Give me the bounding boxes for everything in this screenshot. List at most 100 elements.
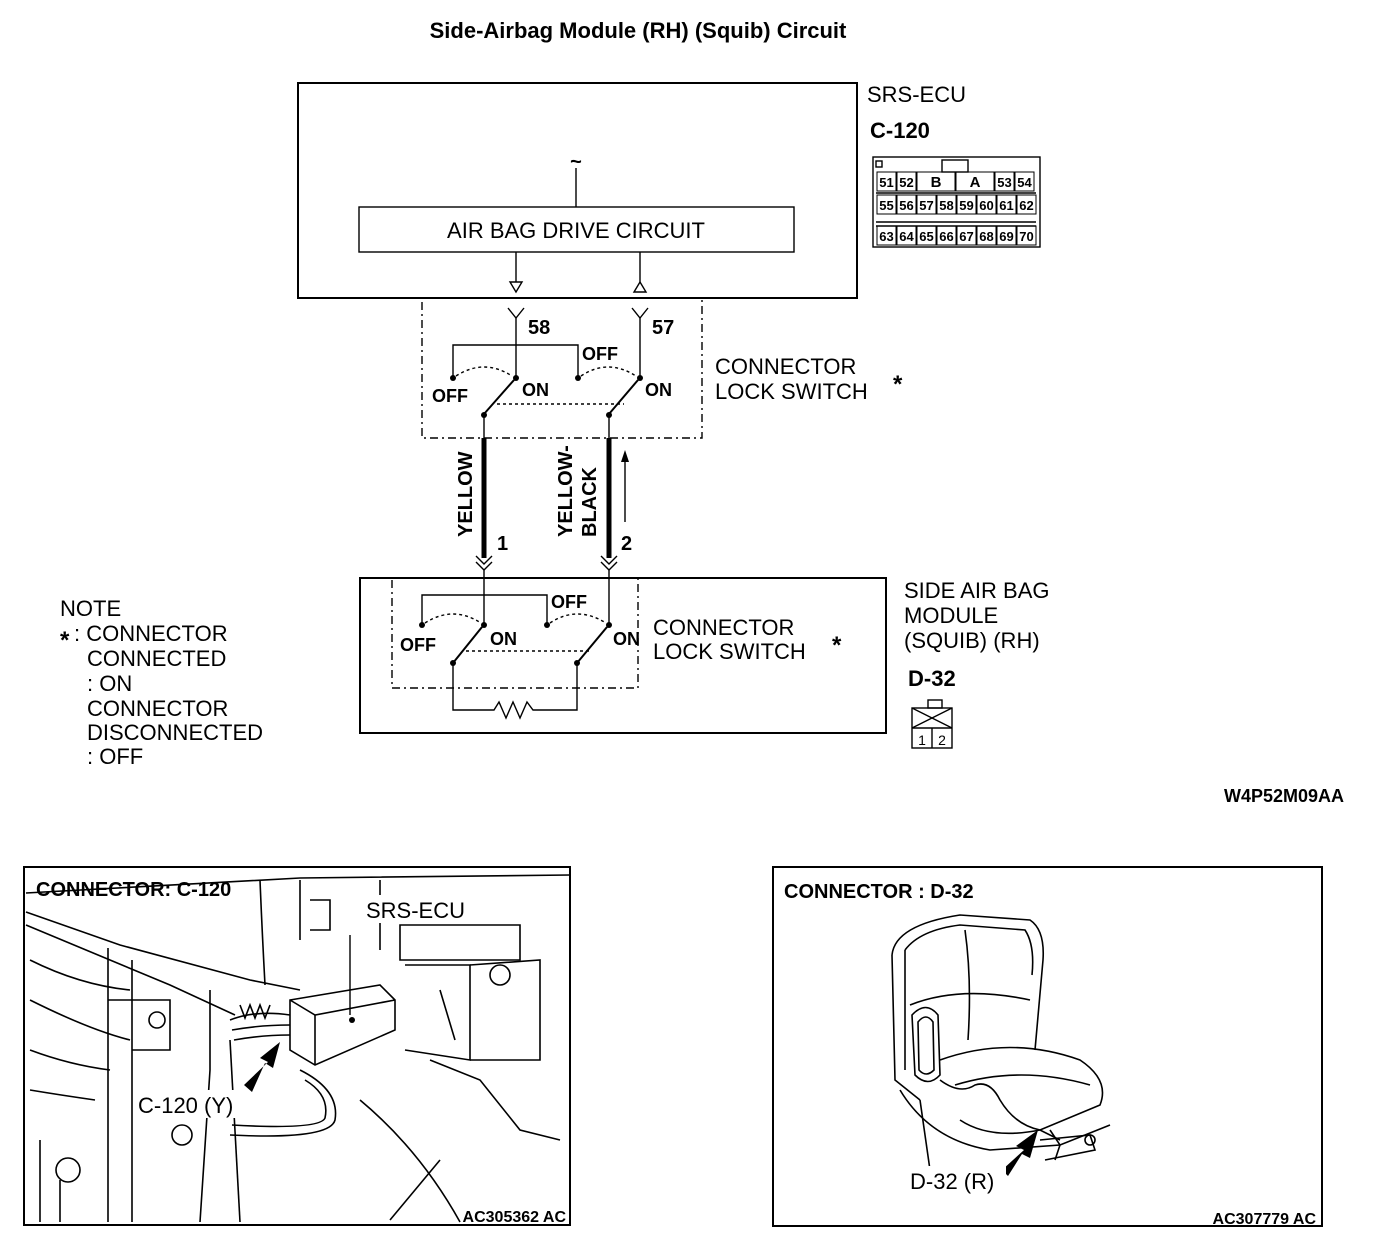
connector-cavity [896, 171, 917, 192]
pin-58-label: 58 [528, 317, 550, 339]
lower-lock-switch-label-1: CONNECTOR [653, 615, 794, 640]
squib-resistor [452, 663, 578, 720]
tilde-symbol: ~ [570, 151, 582, 173]
note-block: NOTE * : CONNECTOR CONNECTED : ON CONNEC… [60, 596, 263, 769]
d32-pointer-arrow-icon [1002, 1130, 1038, 1176]
panel-right-code: AC307779 AC [1213, 1211, 1317, 1228]
lower-on-right: ON [613, 629, 640, 649]
connector-cavity [996, 194, 1017, 215]
connector-cavity [916, 225, 937, 246]
wire-color-yellow: YELLOW [455, 451, 477, 537]
connector-pin-label: 61 [999, 198, 1013, 213]
note-line-5: DISCONNECTED [87, 720, 263, 745]
module-label-3: (SQUIB) (RH) [904, 628, 1040, 653]
srs-ecu-box: ~ AIR BAG DRIVE CIRCUIT [297, 82, 858, 299]
connector-cavity [1016, 194, 1037, 215]
upper-off-left: OFF [432, 386, 468, 406]
note-line-4: CONNECTOR [87, 696, 228, 721]
wire-color-yellow-black-1: YELLOW- [555, 445, 577, 537]
note-asterisk: * [60, 627, 70, 654]
upper-lock-switch-label-2: LOCK SWITCH [715, 379, 868, 404]
connector-cavity [956, 194, 977, 215]
drive-circuit-label: AIR BAG DRIVE CIRCUIT [447, 218, 705, 243]
module-label-1: SIDE AIR BAG [904, 578, 1050, 603]
module-connector-code: D-32 [908, 666, 956, 691]
panel-right-connector-label: D-32 (R) [910, 1169, 994, 1194]
panel-d32-location: CONNECTOR : D-32 D-32 (R) AC307779 AC [772, 866, 1323, 1228]
panel-left-title: CONNECTOR: C-120 [36, 879, 231, 901]
harness-wires [475, 415, 629, 578]
up-arrow-icon [632, 280, 648, 293]
connector-pin-label: 55 [879, 198, 893, 213]
connector-pin-label: 66 [939, 229, 953, 244]
connector-cavity [916, 171, 956, 192]
connector-cavity [1014, 171, 1035, 192]
module-label-2: MODULE [904, 603, 998, 628]
current-direction-arrow-icon [621, 450, 629, 462]
connector-pin-label: 56 [899, 198, 913, 213]
connector-pin-label: 60 [979, 198, 993, 213]
connector-cavity [955, 171, 995, 192]
connector-pin-label: 68 [979, 229, 993, 244]
pin-57-label: 57 [652, 317, 674, 339]
diagram-title: Side-Airbag Module (RH) (Squib) Circuit [430, 18, 847, 43]
connector-cavity [876, 225, 897, 246]
wire-pin-1: 1 [497, 533, 508, 555]
lower-on-left: ON [490, 629, 517, 649]
connector-pin-label: 53 [997, 175, 1011, 190]
note-line-3: : ON [87, 671, 132, 696]
connector-cavity [956, 225, 977, 246]
d32-pin-1: 1 [918, 732, 926, 748]
connector-pin-label: 54 [1017, 175, 1032, 190]
connector-cavity [876, 171, 897, 192]
connector-cavity [936, 225, 957, 246]
panel-left-ecu-label: SRS-ECU [366, 898, 465, 923]
connector-pin-label: 57 [919, 198, 933, 213]
note-line-1: : CONNECTOR [74, 621, 228, 646]
note-heading: NOTE [60, 596, 121, 621]
lower-off-right: OFF [551, 592, 587, 612]
connector-pin-label: 70 [1019, 229, 1033, 244]
lower-lock-switch-label-2: LOCK SWITCH [653, 639, 806, 664]
air-bag-drive-circuit-block [358, 206, 795, 253]
upper-on-right: ON [645, 380, 672, 400]
dashboard-illustration [25, 874, 571, 1223]
upper-lock-switch-label-1: CONNECTOR [715, 354, 856, 379]
connector-cavity [936, 194, 957, 215]
connector-pin-label: 59 [959, 198, 973, 213]
ecu-connector-code: C-120 [870, 118, 930, 143]
panel-right-title: CONNECTOR : D-32 [784, 881, 974, 903]
connector-face-d32: 1 2 [911, 699, 953, 749]
panel-left-connector-label: C-120 (Y) [138, 1093, 233, 1118]
connector-cavity [896, 194, 917, 215]
srs-ecu-label: SRS-ECU [867, 82, 966, 107]
connector-pin-label: 51 [879, 175, 893, 190]
connector-cavity [996, 225, 1017, 246]
side-airbag-module-box: OFF ON OFF ON CONNECTOR LOCK SWITCH * [359, 577, 887, 734]
connector-pin-label: B [931, 174, 942, 191]
d32-pin-2: 2 [938, 732, 946, 748]
note-line-2: CONNECTED [87, 646, 226, 671]
connector-pin-label: 63 [879, 229, 893, 244]
connector-pin-label: 69 [999, 229, 1013, 244]
connector-pin-label: A [970, 174, 981, 191]
lower-off-left: OFF [400, 635, 436, 655]
connector-pin-label: 62 [1019, 198, 1033, 213]
connector-pin-label: 64 [899, 229, 914, 244]
connector-cavity [916, 194, 937, 215]
down-arrow-icon [508, 281, 524, 294]
connector-pin-label: 58 [939, 198, 953, 213]
upper-lock-switch: 58 57 OFF ON OFF ON [421, 297, 703, 439]
lower-lock-switch-asterisk: * [832, 632, 842, 659]
connector-cavity [976, 225, 997, 246]
connector-pin-label: 52 [899, 175, 913, 190]
upper-lock-switch-asterisk: * [893, 371, 903, 398]
connector-cavity [994, 171, 1015, 192]
wire-pin-2: 2 [621, 533, 632, 555]
connector-pin-label: 67 [959, 229, 973, 244]
upper-on-left: ON [522, 380, 549, 400]
connector-cavity [896, 225, 917, 246]
note-line-6: : OFF [87, 744, 143, 769]
